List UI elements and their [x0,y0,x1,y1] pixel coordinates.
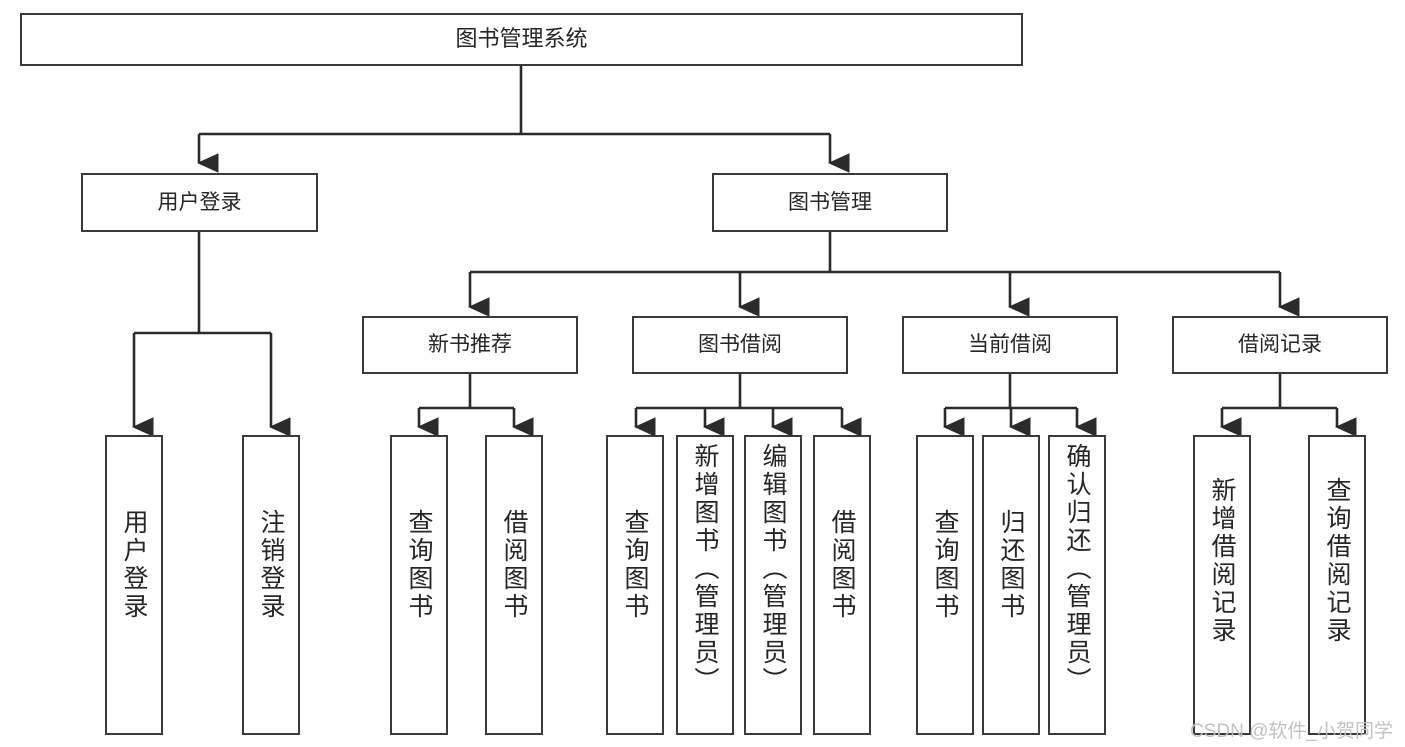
leaf-query-book-borrow[interactable]: 查询图书 [606,435,664,735]
leaf-add-borrow-record[interactable]: 新增借阅记录 [1193,435,1251,735]
node-current-borrow[interactable]: 当前借阅 [902,316,1118,374]
node-book-borrow[interactable]: 图书借阅 [632,316,848,374]
node-label: 查询图书 [405,509,433,621]
leaf-query-borrow-record[interactable]: 查询借阅记录 [1308,435,1366,735]
node-system-root[interactable]: 图书管理系统 [20,13,1023,66]
node-label: 借阅记录 [1238,333,1322,357]
node-label: 新增借阅记录 [1208,477,1236,645]
leaf-query-book-current[interactable]: 查询图书 [916,435,974,735]
leaf-logout[interactable]: 注销登录 [242,435,300,735]
leaf-confirm-return-admin[interactable]: 确认归还（管理员） [1048,435,1106,735]
node-label: 归还图书 [997,509,1025,621]
node-label: 新增图书（管理员） [691,443,719,695]
leaf-borrow-book[interactable]: 借阅图书 [813,435,871,735]
csdn-watermark: CSDN @软件_小贺同学 [1190,721,1393,742]
leaf-edit-book-admin[interactable]: 编辑图书（管理员） [744,435,802,735]
node-label: 图书管理系统 [455,26,588,52]
node-label: 注销登录 [257,509,285,621]
node-label: 确认归还（管理员） [1063,443,1091,695]
node-label: 查询借阅记录 [1323,477,1351,645]
node-label: 图书管理 [788,190,872,214]
node-label: 借阅图书 [500,509,528,621]
node-label: 查询图书 [621,509,649,621]
node-label: 用户登录 [120,509,148,621]
leaf-add-book-admin[interactable]: 新增图书（管理员） [676,435,734,735]
node-book-management[interactable]: 图书管理 [712,173,948,232]
node-label: 查询图书 [931,509,959,621]
node-label: 编辑图书（管理员） [759,443,787,695]
node-label: 用户登录 [157,190,242,214]
node-label: 当前借阅 [968,333,1052,357]
node-label: 借阅图书 [828,509,856,621]
node-borrow-record[interactable]: 借阅记录 [1172,316,1388,374]
node-label: 新书推荐 [428,333,512,357]
leaf-return-book[interactable]: 归还图书 [982,435,1040,735]
node-user-login[interactable]: 用户登录 [81,173,318,232]
leaf-query-book-recommend[interactable]: 查询图书 [390,435,448,735]
leaf-borrow-book-recommend[interactable]: 借阅图书 [485,435,543,735]
leaf-user-login[interactable]: 用户登录 [105,435,163,735]
node-label: 图书借阅 [698,333,782,357]
node-new-book-recommend[interactable]: 新书推荐 [362,316,578,374]
